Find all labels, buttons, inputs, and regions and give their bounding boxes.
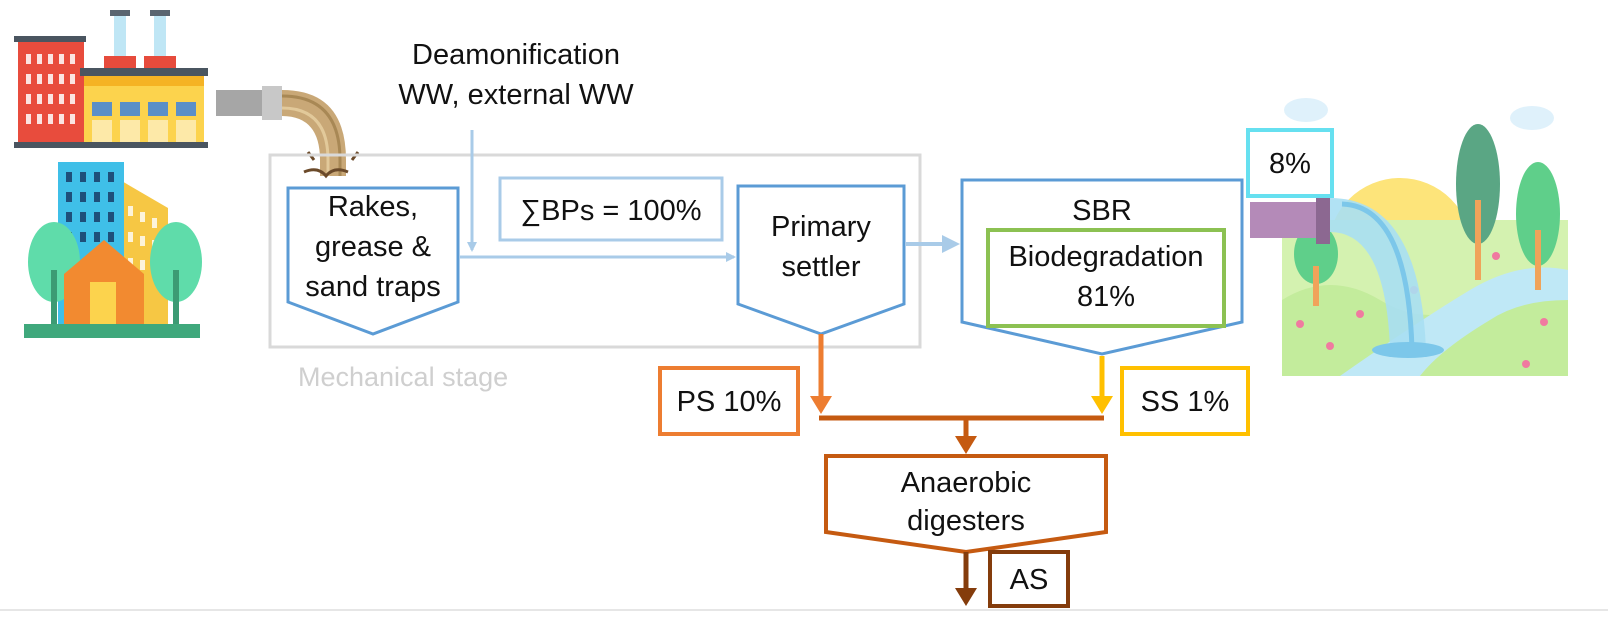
rakes-box [286,186,460,336]
anaerobic-sludge-arrow [955,552,977,606]
anaerobic-digesters-box [824,454,1108,555]
mechanical-stage-label: Mechanical stage [298,362,508,392]
sbr-title: SBR [1072,195,1132,227]
primary-sludge-line [810,334,832,414]
anaerobic-sludge-label: AS [1010,564,1049,596]
primary-settler-line2: settler [782,251,861,283]
sum-bps-label: ∑BPs = 100% [520,195,701,227]
secondary-sludge-line [1091,356,1113,414]
rakes-line1: Rakes, [328,191,418,223]
input-label-line2: WW, external WW [398,79,634,111]
rakes-line2: grease & [315,231,431,263]
sludge-to-digester-arrow [955,418,977,454]
primary-sludge-label: PS 10% [677,386,782,418]
factory-icon [14,10,208,148]
anaerobic-sludge-box [988,550,1070,608]
outlet-box [1246,128,1334,198]
secondary-sludge-label: SS 1% [1141,386,1230,418]
biodegradation-line2: 81% [1077,281,1135,313]
outlet-label: 8% [1269,148,1311,180]
sum-bps-box [498,176,724,242]
pipe-outlet-icon [1250,196,1444,358]
primary-settler-box [736,184,906,336]
city-buildings-icon [24,162,202,338]
mechanical-stage-frame [268,153,922,349]
primary-settler-line1: Primary [771,211,871,243]
rakes-line3: sand traps [305,271,440,303]
anaerobic-digesters-line2: digesters [907,505,1025,537]
pipe-inlet-icon [216,86,360,179]
primary-sludge-box [658,366,800,436]
secondary-sludge-box [1120,366,1250,436]
biodegradation-box [986,228,1226,328]
biodegradation-line1: Biodegradation [1008,241,1203,273]
input-label-line1: Deamonification [412,39,620,71]
anaerobic-digesters-line1: Anaerobic [901,467,1032,499]
